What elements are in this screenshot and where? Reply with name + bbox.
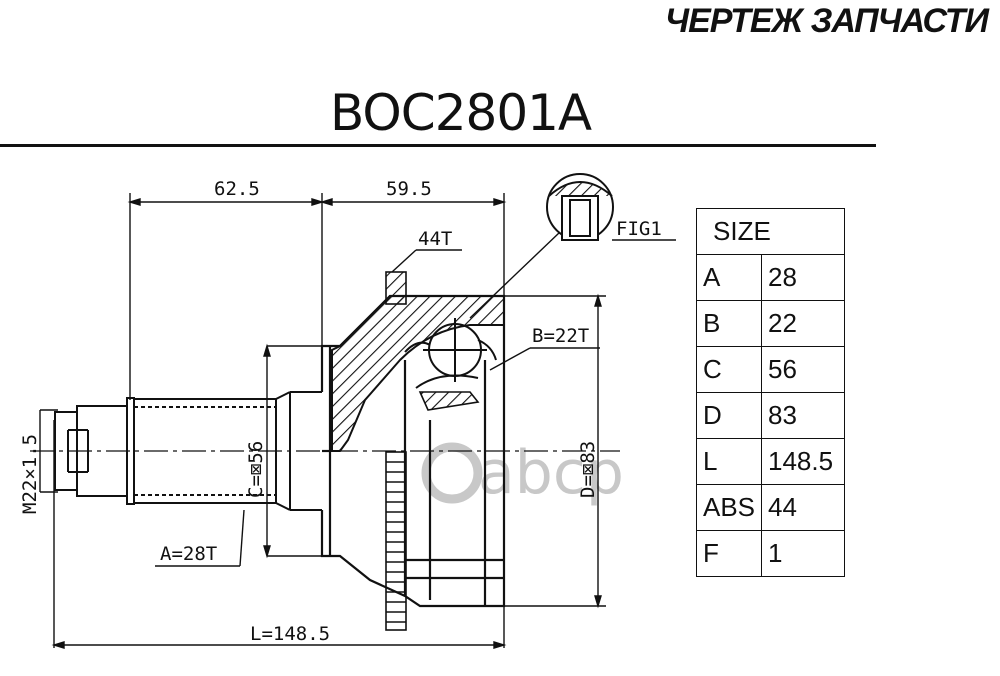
size-value: 56	[761, 346, 845, 393]
size-key: B	[696, 300, 762, 347]
table-row: L 148.5	[696, 438, 845, 485]
watermark-text: abcp	[478, 438, 624, 508]
table-row: A 28	[696, 254, 845, 301]
fig1-detail	[469, 173, 676, 319]
table-row: B 22	[696, 300, 845, 347]
size-key: ABS	[696, 484, 762, 531]
size-value: 1	[761, 530, 845, 577]
table-row: ABS 44	[696, 484, 845, 531]
dim-top-left: 62.5	[214, 178, 260, 200]
size-table-header-row: SIZE	[696, 208, 845, 255]
dim-abs-teeth: 44T	[418, 228, 452, 250]
abs-tooth-marker	[385, 249, 462, 305]
dim-c-diameter: C=⊠56	[245, 441, 267, 498]
dim-top-right: 59.5	[386, 178, 432, 200]
dim-a-spline: A=28T	[160, 543, 217, 565]
abs-ring	[385, 451, 407, 631]
table-row: C 56	[696, 346, 845, 393]
dim-thread: M22×1.5	[19, 434, 41, 514]
splined-shaft	[126, 391, 322, 511]
table-row: D 83	[696, 392, 845, 439]
header-label: ЧЕРТЕЖ ЗАПЧАСТИ	[665, 2, 989, 40]
dimension-arrows	[51, 198, 602, 649]
size-value: 148.5	[761, 438, 845, 485]
part-number: BOC2801A	[330, 84, 592, 142]
ball-bearing	[404, 318, 497, 389]
watermark-logo: abcp	[421, 438, 624, 508]
size-key: F	[696, 530, 762, 577]
size-key: L	[696, 438, 762, 485]
size-key: C	[696, 346, 762, 393]
table-row: F 1	[696, 530, 845, 577]
extension-lines	[39, 193, 606, 648]
size-table-header: SIZE	[696, 208, 845, 255]
hatched-section	[331, 295, 505, 452]
size-value: 22	[761, 300, 845, 347]
size-value: 83	[761, 392, 845, 439]
dim-d-diameter: D=⊠83	[577, 441, 599, 498]
title-divider	[0, 144, 876, 147]
dim-fig: FIG1	[616, 218, 662, 240]
size-table: SIZE A 28 B 22 C 56 D 83 L 148.5 ABS 44 …	[696, 208, 845, 577]
size-key: D	[696, 392, 762, 439]
size-value: 44	[761, 484, 845, 531]
leader-lines	[155, 347, 600, 567]
size-key: A	[696, 254, 762, 301]
hatched-cage	[418, 391, 480, 411]
size-value: 28	[761, 254, 845, 301]
dim-length: L=148.5	[250, 623, 330, 645]
outer-race	[320, 294, 506, 608]
dim-b-spline: B=22T	[532, 325, 589, 347]
